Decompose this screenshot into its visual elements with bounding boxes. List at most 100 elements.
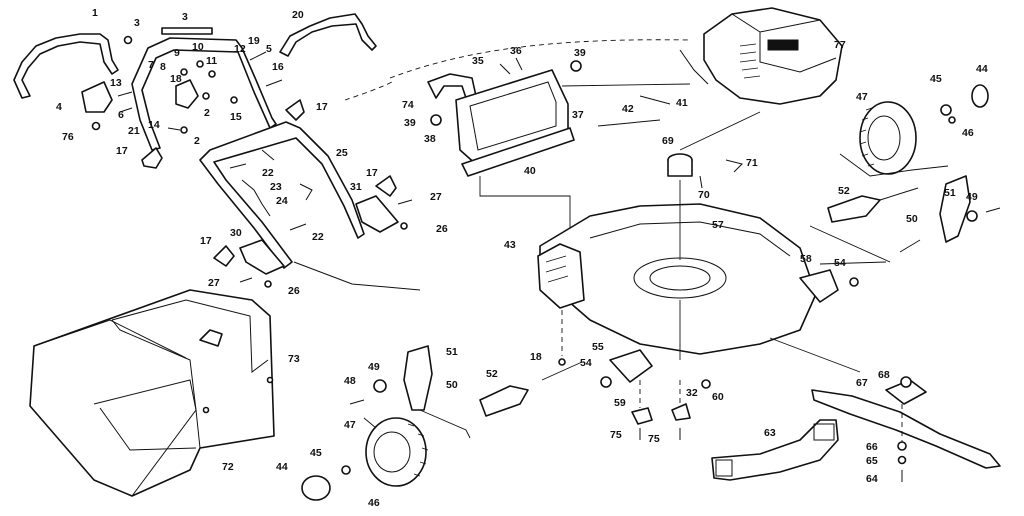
callout-51: 51 xyxy=(944,187,956,199)
knob-17-d xyxy=(213,245,235,267)
bag-rivet-2 xyxy=(202,406,210,414)
callout-72: 72 xyxy=(222,461,234,473)
grass-bag-panel xyxy=(99,407,197,451)
deck-chute-43 xyxy=(537,243,585,309)
callout-19: 19 xyxy=(248,35,260,47)
rear-wheel-hub xyxy=(867,115,901,161)
callout-50: 50 xyxy=(906,213,918,225)
lower-handle xyxy=(199,121,365,269)
bolt-18 xyxy=(117,91,133,97)
callout-23: 23 xyxy=(270,181,282,193)
cap-49b xyxy=(373,379,387,393)
upper-handle-frame xyxy=(131,37,277,151)
callout-12: 12 xyxy=(234,43,246,55)
callout-40: 40 xyxy=(524,165,536,177)
callout-8: 8 xyxy=(160,61,166,73)
callout-5: 5 xyxy=(266,43,272,55)
callout-65: 65 xyxy=(866,455,878,467)
nut-26a xyxy=(400,222,408,230)
callout-13: 13 xyxy=(110,77,122,89)
handle-bracket xyxy=(81,81,113,113)
rear-door-bracket xyxy=(427,73,477,99)
callout-48: 48 xyxy=(344,375,356,387)
callout-17: 17 xyxy=(200,235,212,247)
callout-2: 2 xyxy=(194,135,200,147)
guide-arc-2 xyxy=(344,81,393,101)
upper-handle-left xyxy=(13,33,119,99)
callout-36: 36 xyxy=(510,45,522,57)
callout-39: 39 xyxy=(404,117,416,129)
callout-32: 32 xyxy=(686,387,698,399)
bolt-6 xyxy=(119,107,133,113)
nut-26b xyxy=(264,280,272,288)
callout-17: 17 xyxy=(316,101,328,113)
callout-60: 60 xyxy=(712,391,724,403)
rear-door-inner xyxy=(469,81,557,151)
chute-hatch xyxy=(545,255,569,283)
handle-bracket-31 xyxy=(355,195,399,233)
engine-label xyxy=(767,39,799,51)
bolt-48b xyxy=(349,399,365,405)
bolt-5 xyxy=(249,51,267,61)
callout-68: 68 xyxy=(878,369,890,381)
rod-41 xyxy=(639,95,671,105)
callout-63: 63 xyxy=(764,427,776,439)
callout-27: 27 xyxy=(430,191,442,203)
callout-70: 70 xyxy=(698,189,710,201)
engine xyxy=(703,7,843,105)
washer-11 xyxy=(208,70,216,78)
callout-66: 66 xyxy=(866,441,878,453)
callout-75: 75 xyxy=(648,433,660,445)
front-wheel-47 xyxy=(365,417,427,487)
callout-39: 39 xyxy=(574,47,586,59)
knob-17-b xyxy=(141,147,163,169)
nut-60 xyxy=(701,379,711,389)
bracket-32 xyxy=(671,403,691,421)
front-wheel-leader xyxy=(363,417,377,429)
key-70 xyxy=(699,175,703,189)
callout-59: 59 xyxy=(614,397,626,409)
washer-65 xyxy=(897,455,907,465)
callout-49: 49 xyxy=(368,361,380,373)
callout-69: 69 xyxy=(662,135,674,147)
front-wheel-hub xyxy=(373,431,411,473)
callout-43: 43 xyxy=(504,239,516,251)
callout-31: 31 xyxy=(350,181,362,193)
callout-50: 50 xyxy=(446,379,458,391)
callout-15: 15 xyxy=(230,111,242,123)
hubcap-44b xyxy=(301,475,331,501)
washer-45a xyxy=(940,104,952,116)
callout-74: 74 xyxy=(402,99,414,111)
front-axle-leader xyxy=(419,409,471,439)
bolt-27a xyxy=(397,199,413,205)
clip-24 xyxy=(299,183,313,201)
bolt-16 xyxy=(265,79,283,87)
handle-to-deck-line xyxy=(293,261,421,291)
handle-bracket-30 xyxy=(239,239,285,275)
callout-10: 10 xyxy=(192,41,204,53)
bolt-21 xyxy=(167,127,181,131)
guide-arc xyxy=(389,39,691,79)
bolt-76 xyxy=(91,121,101,131)
height-adjuster-55 xyxy=(609,349,653,383)
deck-leader-left xyxy=(541,361,583,381)
door-spring-42 xyxy=(597,119,661,127)
bracket-51 xyxy=(939,175,971,243)
rear-wheel-leader xyxy=(839,153,949,177)
axle-rod xyxy=(879,187,919,201)
callout-3: 3 xyxy=(134,17,140,29)
spacer-54b xyxy=(600,376,612,388)
engine-shaft-leader xyxy=(679,111,761,151)
callout-51: 51 xyxy=(446,346,458,358)
rear-axle-leader xyxy=(809,225,921,263)
cap-49a xyxy=(966,210,978,222)
callout-49: 49 xyxy=(966,191,978,203)
knob-17-c xyxy=(375,175,397,197)
throttle-cable xyxy=(679,49,709,85)
bushing-39a xyxy=(570,60,582,72)
height-adjuster-58 xyxy=(799,269,839,303)
callout-52: 52 xyxy=(486,368,498,380)
washer-45b xyxy=(341,465,351,475)
cable-22b xyxy=(289,223,307,231)
